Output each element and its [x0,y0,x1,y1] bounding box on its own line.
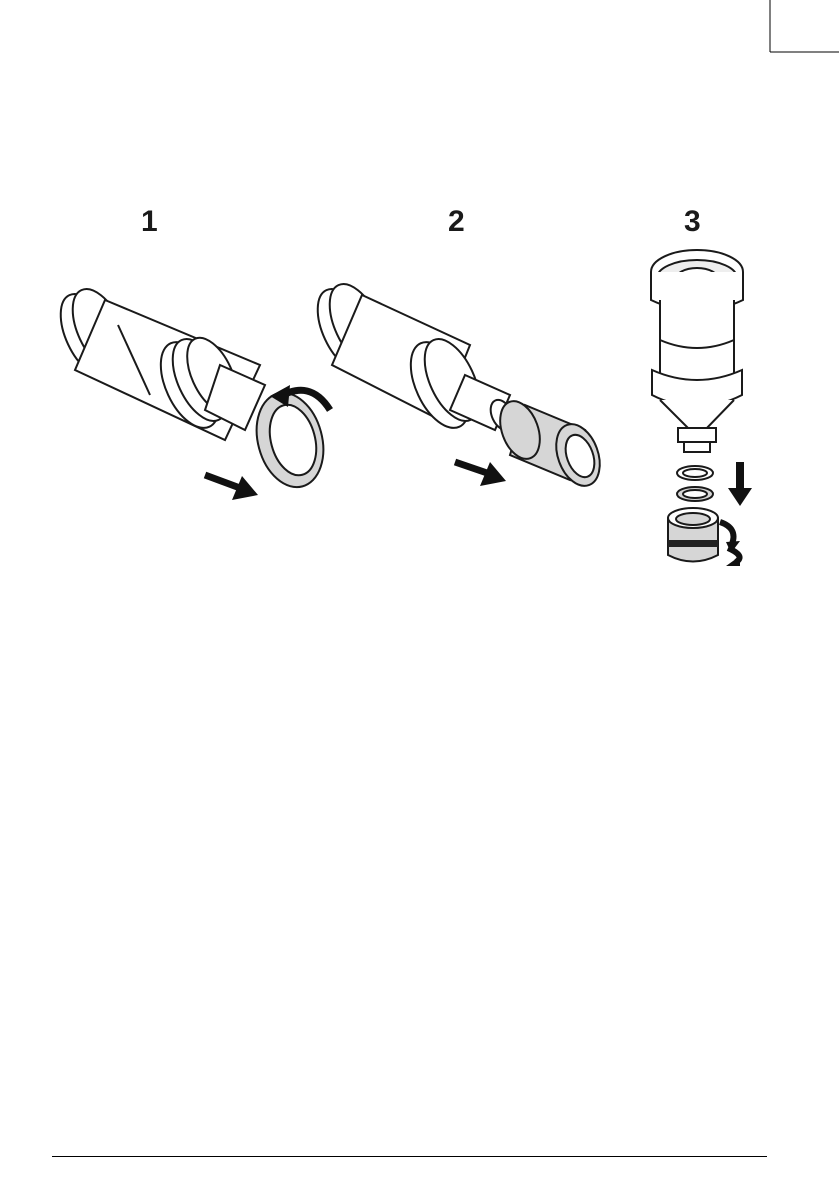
step-3-illustration [0,0,839,600]
footer-rule [52,1156,767,1157]
